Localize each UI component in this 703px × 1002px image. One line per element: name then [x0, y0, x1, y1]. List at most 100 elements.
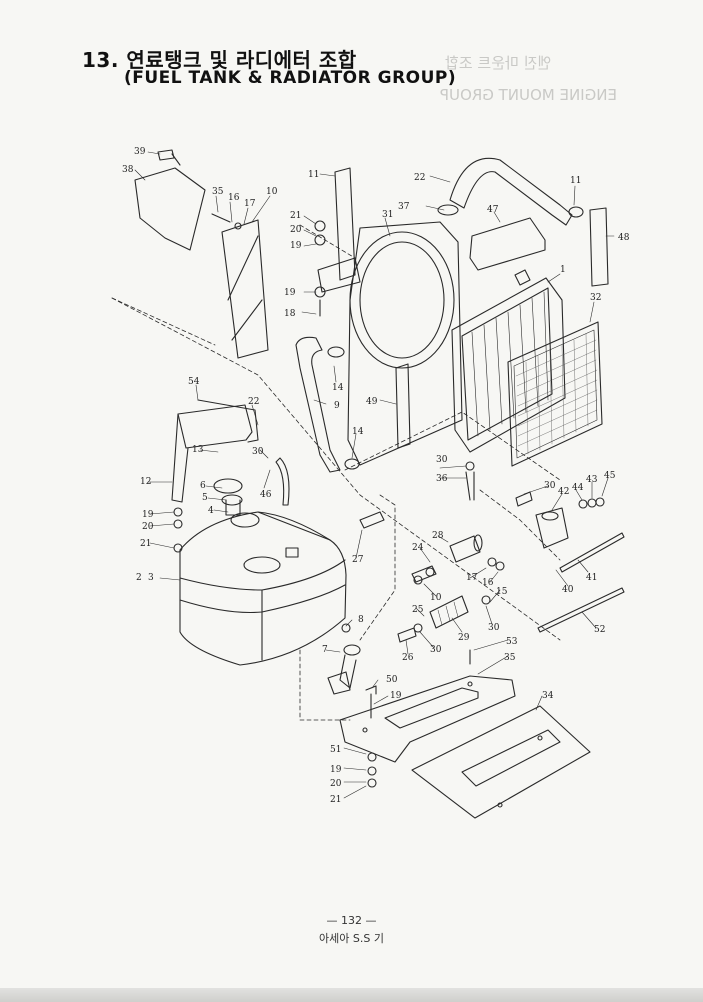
fittings — [173, 461, 605, 788]
part-label: 49 — [366, 397, 378, 407]
part-label: 14 — [332, 383, 344, 393]
fuel-filter-29 — [429, 595, 469, 629]
part-label: 1 — [560, 265, 566, 275]
part-label: 14 — [352, 427, 364, 437]
part-label: 2 — [136, 573, 142, 583]
part-label: 20 — [142, 522, 154, 532]
fuel-tank-2 — [179, 511, 347, 666]
part-label: 21 — [290, 211, 301, 221]
part-label: 41 — [586, 573, 597, 583]
part-label: 32 — [590, 293, 601, 303]
scan-edge — [0, 988, 703, 1002]
part-label: 15 — [496, 587, 508, 597]
part-label: 27 — [352, 555, 364, 565]
part-label: 53 — [506, 637, 518, 647]
part-label: 26 — [402, 653, 414, 663]
part-label: 19 — [330, 765, 342, 775]
part-label: 17 — [466, 573, 478, 583]
shield-plate-38 — [134, 149, 206, 251]
part-label: 8 — [358, 615, 364, 625]
fuel-gauge-7 — [327, 623, 361, 695]
part-label: 16 — [228, 193, 240, 203]
bracket-11 — [314, 167, 361, 317]
plate-34 — [411, 705, 591, 819]
part-label: 51 — [330, 745, 341, 755]
page-number: — 132 — — [326, 914, 377, 927]
part-label: 46 — [260, 490, 272, 500]
plate-49 — [395, 363, 411, 449]
part-label: 6 — [200, 481, 206, 491]
seal-48 — [589, 207, 609, 287]
part-label: 48 — [618, 233, 630, 243]
assembly-guide-lines — [111, 224, 561, 721]
part-label: 30 — [544, 481, 556, 491]
part-label: 42 — [558, 487, 569, 497]
part-label: 30 — [252, 447, 264, 457]
part-labels: 39 38 35 16 17 10 11 21 20 19 19 18 31 2… — [122, 147, 630, 805]
part-label: 28 — [432, 531, 444, 541]
part-label: 11 — [570, 176, 581, 186]
part-label: 30 — [430, 645, 442, 655]
part-label: 5 — [202, 493, 208, 503]
part-label: 9 — [334, 401, 340, 411]
part-label: 35 — [212, 187, 224, 197]
part-label: 36 — [436, 474, 448, 484]
plate-35 — [339, 675, 516, 763]
reserve-tank-42 — [535, 507, 569, 549]
bolt-50 — [365, 685, 377, 719]
part-label: 29 — [458, 633, 470, 643]
part-label: 3 — [148, 573, 154, 583]
part-label: 17 — [244, 199, 256, 209]
part-label: 47 — [487, 205, 499, 215]
part-label: 22 — [248, 397, 259, 407]
part-label: 37 — [398, 202, 410, 212]
fuel-filter-28 — [449, 534, 483, 563]
upper-hose-23 — [437, 157, 584, 226]
part-label: 40 — [562, 585, 574, 595]
part-label: 30 — [436, 455, 448, 465]
overflow-pipe-41 — [559, 532, 625, 573]
part-label: 38 — [122, 165, 134, 175]
part-label: 4 — [208, 506, 214, 516]
part-label: 19 — [142, 510, 154, 520]
part-label: 16 — [482, 578, 494, 588]
section-title-korean: 13. 연료탱크 및 라디에터 조합 — [82, 44, 357, 73]
filler-cap-6 — [213, 478, 243, 516]
part-label: 52 — [594, 625, 605, 635]
part-label: 43 — [586, 475, 598, 485]
baffle-47 — [469, 217, 546, 271]
part-label: 21 — [140, 539, 151, 549]
part-label: 19 — [390, 691, 402, 701]
bracket-10 — [211, 213, 269, 359]
part-label: 19 — [284, 288, 296, 298]
part-label: 31 — [382, 210, 393, 220]
part-label: 54 — [188, 377, 200, 387]
part-label: 35 — [504, 653, 516, 663]
part-label: 13 — [192, 445, 204, 455]
part-label: 20 — [290, 225, 302, 235]
part-label: 34 — [542, 691, 554, 701]
screen-32 — [507, 321, 603, 467]
part-label: 18 — [284, 309, 296, 319]
leader-lines — [134, 151, 615, 799]
publisher-label: 아세아 S.S 기 — [319, 932, 384, 945]
overflow-pipe-52 — [537, 587, 625, 633]
part-label: 10 — [430, 593, 442, 603]
part-label: 45 — [604, 471, 616, 481]
part-label: 30 — [488, 623, 500, 633]
fuel-pipe-46 — [275, 457, 290, 506]
part-label: 20 — [330, 779, 342, 789]
fan-shroud-31 — [347, 221, 463, 466]
part-label: 19 — [290, 241, 302, 251]
radiator-1 — [451, 269, 566, 453]
part-label: 12 — [140, 477, 151, 487]
part-label: 50 — [386, 675, 398, 685]
part-label: 39 — [134, 147, 146, 157]
section-title-korean-text: 연료탱크 및 라디에터 조합 — [126, 48, 357, 72]
part-label: 44 — [572, 483, 584, 493]
part-label: 10 — [266, 187, 278, 197]
section-number: 13. — [82, 48, 119, 72]
tank-strap-54 — [171, 399, 259, 503]
